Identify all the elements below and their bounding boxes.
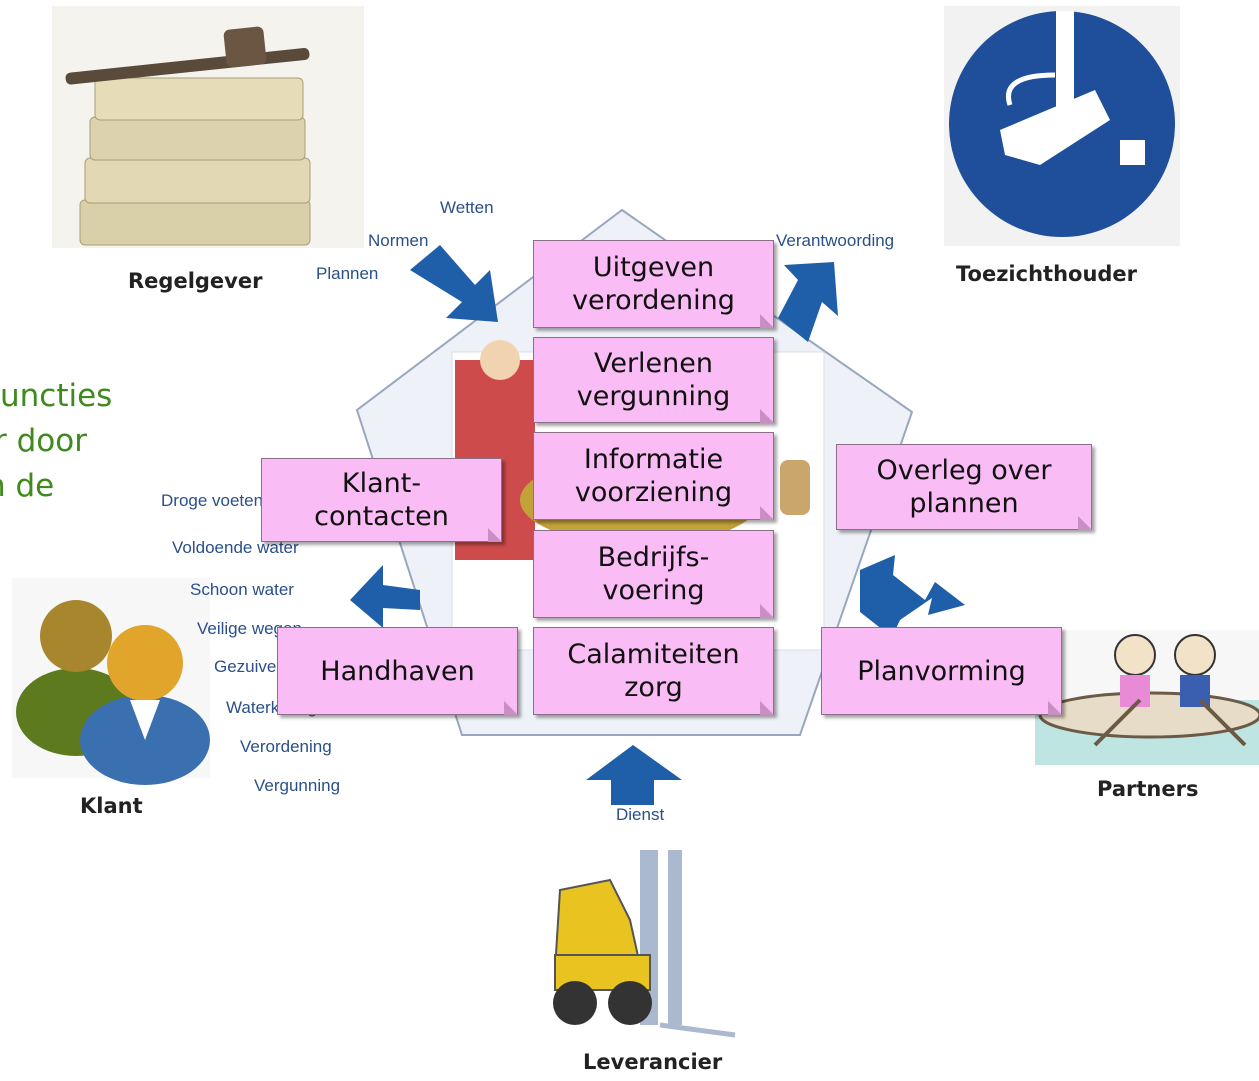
actor-partners-label: Partners <box>1097 777 1199 801</box>
side-text-line-2: r door <box>0 423 87 459</box>
flow-label-vergunning: Vergunning <box>254 776 341 795</box>
arrow-regelgever-in <box>410 245 498 322</box>
note-line: Handhaven <box>320 655 475 687</box>
flow-label-verantwoording: Verantwoording <box>776 231 895 250</box>
flow-label-droge-voeten: Droge voeten <box>161 491 264 510</box>
actor-leverancier-label: Leverancier <box>583 1050 723 1074</box>
flow-label-gezuiverd: Gezuiverd <box>214 657 292 676</box>
note-line: Bedrijfs- <box>597 542 710 573</box>
flow-label-veilige-wegen: Veilige wegen <box>197 619 302 638</box>
actor-klant-label: Klant <box>80 794 143 818</box>
note-line: zorg <box>624 672 683 703</box>
note-line: verordening <box>572 285 735 316</box>
partners-image <box>1035 630 1259 765</box>
note-bedrijfsvoering: Bedrijfs-voering <box>533 530 774 618</box>
note-planvorming: Planvorming <box>821 627 1062 715</box>
flow-label-schoon-water: Schoon water <box>190 580 294 599</box>
side-text-line-3: n de <box>0 468 55 504</box>
note-line: Planvorming <box>857 655 1026 687</box>
note-line: Overleg over <box>876 455 1052 486</box>
note-line: voering <box>602 575 705 606</box>
note-handhaven: Handhaven <box>277 627 518 715</box>
side-text-line-1: uncties <box>0 378 113 414</box>
note-line: voorziening <box>574 477 733 508</box>
note-line: Klant- <box>341 468 422 499</box>
toezichthouder-image <box>944 6 1180 246</box>
arrow-klant-out <box>350 565 420 628</box>
flow-label-wetten: Wetten <box>440 198 494 217</box>
klant-image <box>12 578 210 785</box>
leverancier-image <box>553 848 736 1048</box>
note-klantcontacten: Klant-contacten <box>261 458 502 542</box>
arrow-partners-bidirectional <box>860 555 965 637</box>
flow-label-plannen: Plannen <box>316 264 379 283</box>
flow-label-verordening: Verordening <box>240 737 332 756</box>
flow-label-normen: Normen <box>368 231 429 250</box>
note-line: contacten <box>314 501 449 532</box>
actor-toezichthouder-label: Toezichthouder <box>956 262 1138 286</box>
regelgever-image <box>52 6 364 248</box>
note-line: Verlenen <box>593 348 714 379</box>
note-line: plannen <box>909 488 1019 519</box>
flow-label-dienst: Dienst <box>616 805 665 824</box>
note-line: Calamiteiten <box>567 639 740 670</box>
arrow-leverancier-in <box>586 745 682 805</box>
arrow-toezichthouder-out <box>778 262 838 342</box>
note-line: Uitgeven <box>592 252 715 283</box>
note-line: Informatie <box>583 444 724 475</box>
actor-regelgever-label: Regelgever <box>128 269 263 293</box>
note-line: vergunning <box>576 381 731 412</box>
flow-label-voldoende-water: Voldoende water <box>172 538 299 557</box>
